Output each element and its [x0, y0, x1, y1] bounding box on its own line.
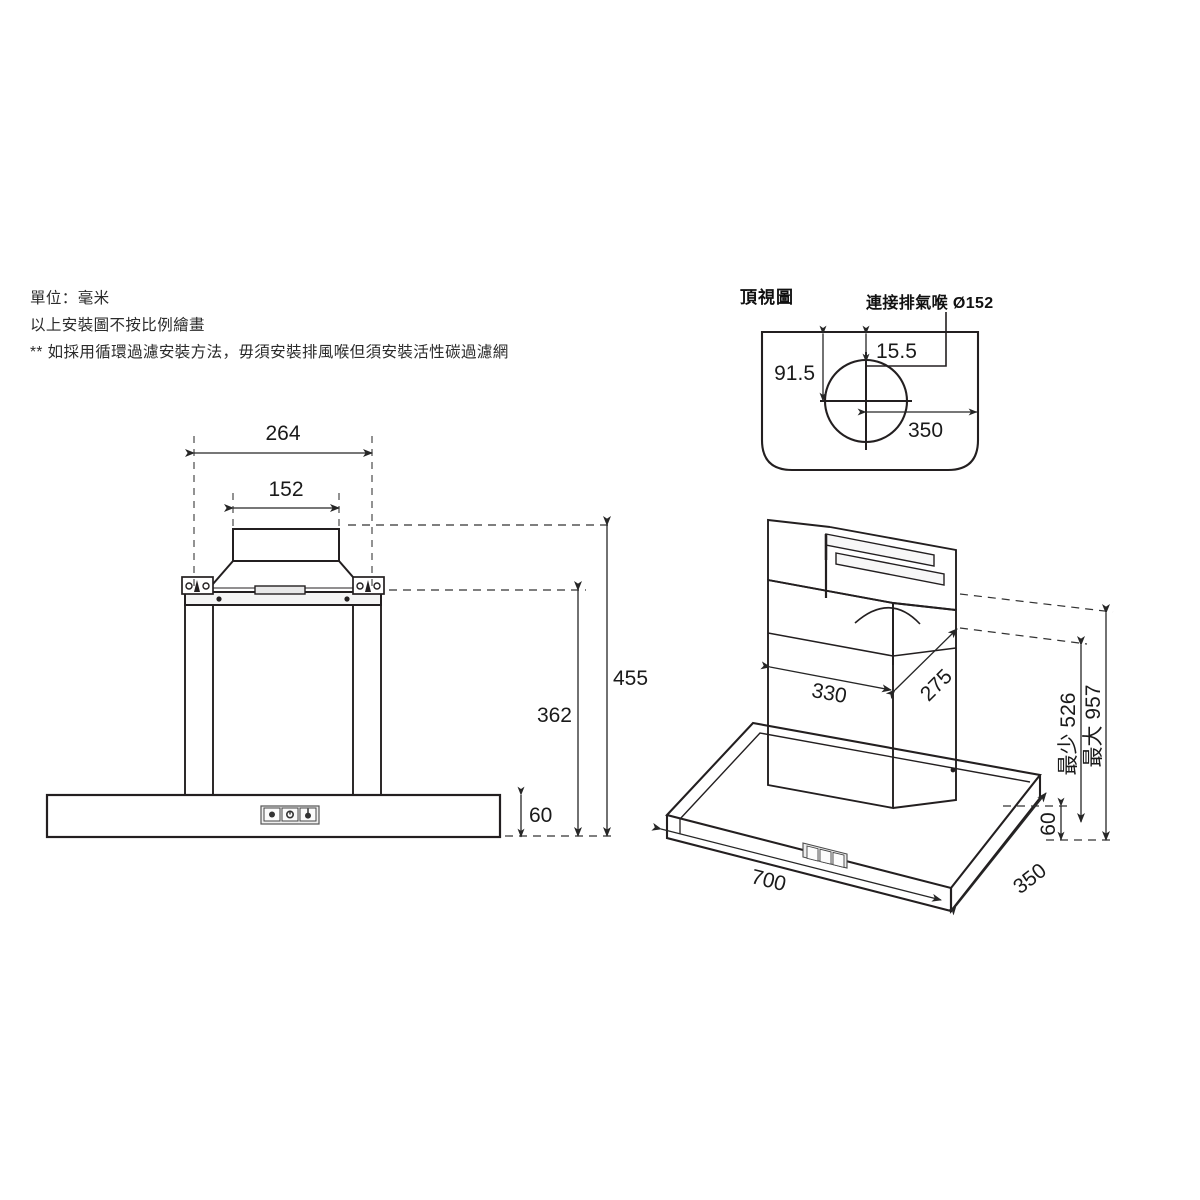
fixing-dot-right [344, 596, 350, 602]
iso-chimney-side-face [892, 602, 957, 809]
top-view-group: 91.5 15.5 350 [760, 312, 980, 472]
dim-label-350-iso: 350 [1009, 859, 1051, 899]
chimney-column-left [184, 604, 214, 796]
dim-label-min-526: 最少 526 [1057, 693, 1080, 776]
mount-bracket-right [352, 576, 385, 595]
iso-canopy-inner-line [679, 732, 1031, 820]
top-view-title: 頂視圖 [740, 288, 794, 307]
dim-label-60-front: 60 [529, 804, 552, 827]
dim-line-275 [885, 628, 958, 700]
dim-line-330 [760, 661, 892, 693]
dim-label-60-iso: 60 [1037, 812, 1060, 835]
iso-chimney-left-edge [767, 518, 831, 580]
leader-iso-min-top [959, 627, 1088, 645]
chimney-seam-side [892, 647, 957, 657]
dim-label-362: 362 [537, 704, 572, 727]
iso-canopy-top [665, 721, 1042, 890]
duct-callout-leader [866, 312, 947, 367]
duct-connection-callout: 連接排氣喉 Ø152 [866, 295, 994, 312]
dim-label-700: 700 [749, 865, 789, 896]
dim-label-330: 330 [810, 679, 849, 708]
canopy-front [45, 793, 502, 839]
dim-label-264: 264 [265, 422, 300, 445]
control-panel-iso[interactable] [802, 842, 848, 869]
dim-label-91-5: 91.5 [774, 362, 815, 385]
fixing-dot-left [216, 596, 222, 602]
chimney-column-right [352, 604, 382, 796]
iso-view-group: 330 275 700 350 最大 957 最少 526 60 [651, 518, 1114, 916]
mount-bracket-left [181, 576, 214, 595]
control-panel-front[interactable] [260, 805, 320, 825]
dim-line-350-iso [947, 792, 1047, 916]
front-view-group: 264 152 455 362 60 [45, 422, 648, 839]
dim-label-455: 455 [613, 667, 648, 690]
fan-icon-iso[interactable] [806, 845, 819, 862]
iso-canopy-front-edge [665, 815, 953, 913]
duct-collar [232, 528, 340, 562]
top-view-outline [760, 330, 980, 472]
motor-housing [254, 585, 306, 595]
iso-chimney-top-back [829, 526, 957, 610]
chimney-seam-front [767, 632, 894, 657]
dim-label-152: 152 [268, 478, 303, 501]
note-unit: 單位：毫米 [30, 290, 110, 307]
dim-line-700 [651, 822, 942, 902]
dim-label-275: 275 [916, 665, 957, 706]
iso-duct-opening [854, 606, 921, 625]
light-icon-iso[interactable] [819, 848, 832, 865]
note-scale: 以上安裝圖不按比例繪畫 [30, 317, 205, 334]
note-filter: ** 如採用循環過濾安裝方法，毋須安裝排風喉但須安裝活性碳過濾網 [30, 344, 509, 361]
notes-block: 單位：毫米 以上安裝圖不按比例繪畫 ** 如採用循環過濾安裝方法，毋須安裝排風喉… [30, 285, 590, 366]
power-icon-iso[interactable] [832, 851, 845, 868]
mounting-rail-lower [835, 552, 945, 586]
dim-label-15-5: 15.5 [876, 340, 917, 363]
dim-label-max-957: 最大 957 [1082, 685, 1105, 768]
dim-label-350-top: 350 [908, 419, 943, 442]
leader-iso-max-top [959, 593, 1114, 613]
